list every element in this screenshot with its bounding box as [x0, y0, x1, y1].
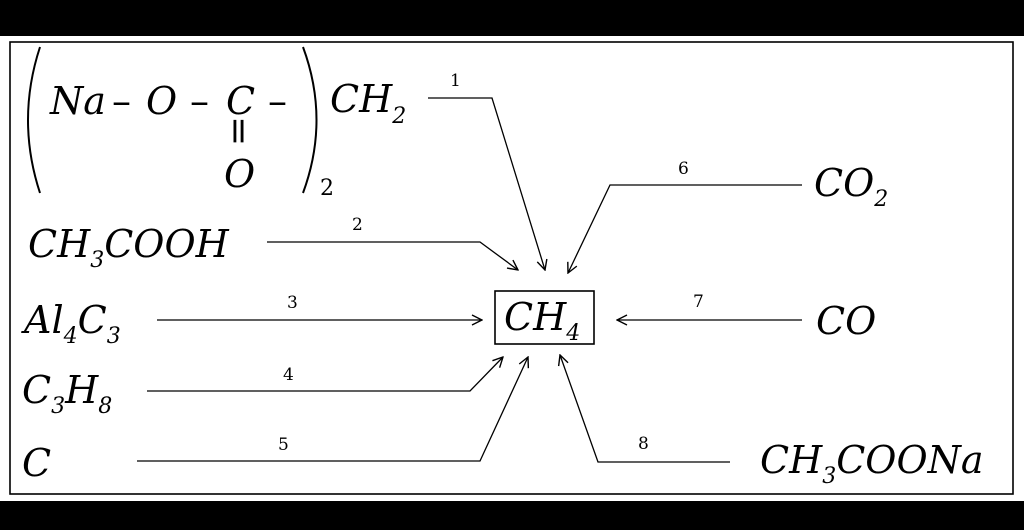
reaction-number-2: 2: [352, 215, 363, 235]
reaction-number-1: 1: [450, 71, 461, 91]
reactant-carbon-monoxide: CO: [816, 299, 876, 343]
malonate-dash-2: –: [190, 79, 209, 123]
reactant-sodium-malonate: Na – O – C – = O CH2 2: [27, 46, 406, 201]
reactant-carbon-dioxide: CO2: [814, 161, 888, 212]
malonate-ch: CH: [330, 77, 393, 121]
malonate-carbonyl-o: O: [224, 152, 255, 196]
reaction-arrow-8: [560, 355, 730, 463]
reaction-arrow-4: [147, 357, 503, 392]
right-bracket: [302, 46, 318, 194]
reaction-number-8: 8: [638, 434, 649, 454]
svg-text:CH2: CH2: [330, 77, 406, 129]
malonate-ch-subscript: 2: [391, 104, 406, 129]
product-methane: CH4: [494, 290, 595, 346]
malonate-c: C: [226, 79, 255, 123]
diagram-frame: [9, 41, 1014, 495]
malonate-dash-3: –: [268, 79, 287, 123]
reaction-arrow-2: [267, 241, 518, 270]
reaction-arrow-6: [568, 184, 802, 273]
reaction-number-3: 3: [287, 293, 298, 313]
svg-text:CH4: CH4: [504, 295, 580, 346]
reaction-number-7: 7: [693, 292, 704, 312]
reactant-sodium-acetate: CH3COONa: [760, 438, 984, 489]
reactant-acetic-acid: CH3COOH: [28, 222, 230, 273]
reaction-number-6: 6: [678, 159, 689, 179]
reaction-number-5: 5: [278, 435, 289, 455]
reactant-aluminum-carbide: Al4C3: [21, 298, 121, 349]
reaction-arrow-5: [137, 357, 528, 462]
malonate-o: O: [146, 79, 177, 123]
product-subscript: 4: [565, 321, 580, 346]
malonate-dash-1: –: [112, 79, 131, 123]
malonate-na: Na: [49, 79, 106, 123]
reaction-arrow-1: [428, 97, 545, 270]
product-formula: CH: [504, 295, 567, 339]
reaction-number-4: 4: [283, 365, 294, 385]
product-box: [494, 290, 595, 345]
malonate-multiplier: 2: [320, 176, 334, 201]
left-bracket: [27, 46, 41, 194]
reactant-carbon: C: [22, 441, 51, 485]
carbonyl-double-bond: =: [218, 116, 259, 146]
reactant-propane: C3H8: [22, 368, 112, 419]
